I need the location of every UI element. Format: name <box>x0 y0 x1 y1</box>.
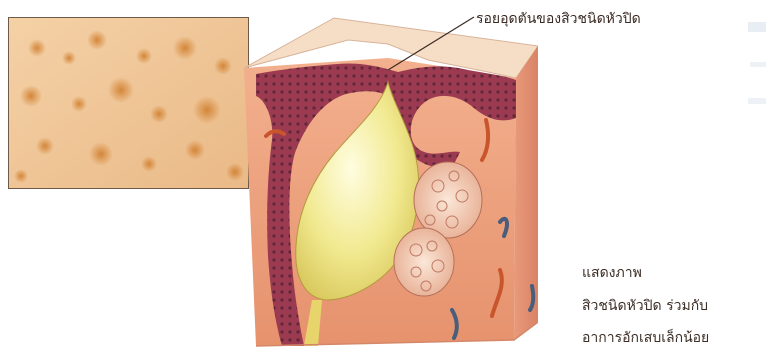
caption-line-1: แสดงภาพ <box>582 262 642 284</box>
comedone-cross-section <box>238 0 538 356</box>
skin-closeup-photo <box>8 17 249 189</box>
faint-edge-artifact <box>744 18 767 118</box>
callout-label: รอยอุดตันของสิวชนิดหัวปิด <box>476 8 641 30</box>
skin-texture <box>9 18 249 189</box>
caption-line-3: อาการอักเสบเล็กน้อย <box>582 327 709 349</box>
caption-line-2: สิวชนิดหัวปิด ร่วมกับ <box>582 295 708 317</box>
